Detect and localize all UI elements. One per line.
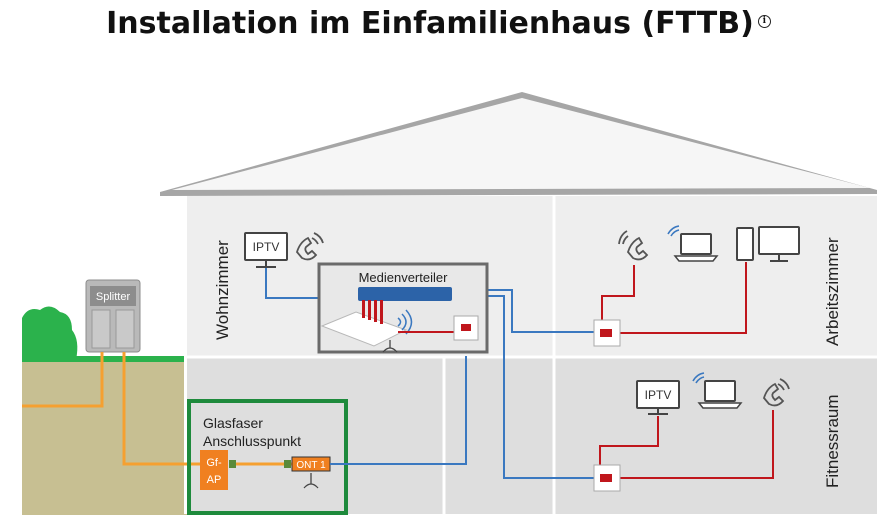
phone-icon-fitnessraum xyxy=(762,378,790,407)
title-text: Installation im Einfamilienhaus (FTTB) xyxy=(106,6,754,41)
ont-label: ONT 1 xyxy=(296,460,326,471)
ont-power-symbol xyxy=(303,473,319,489)
lan-ont-to-medienverteiler xyxy=(330,356,467,465)
bush xyxy=(22,306,78,360)
tv-fitnessraum: IPTV xyxy=(636,380,680,415)
phone-line-arbeitszimmer-phone xyxy=(601,265,635,326)
ground xyxy=(22,360,192,515)
lan-line-fitnessraum-tv xyxy=(599,416,659,472)
room-label-arbeitszimmer: Arbeitszimmer xyxy=(823,237,842,346)
tv-wohnzimmer: IPTV xyxy=(244,232,288,268)
splitter-label: Splitter xyxy=(96,291,131,303)
fiber-connector-right xyxy=(284,460,291,468)
splitter-cabinet: Splitter xyxy=(85,279,141,353)
laptop-icon-arbeitszimmer xyxy=(667,225,719,262)
tae-socket-medienverteiler xyxy=(453,315,479,341)
patch-panel xyxy=(358,287,452,301)
router-device xyxy=(320,300,413,347)
anschlusspunkt-box xyxy=(187,399,348,515)
lan-line-arbeitszimmer-desktop xyxy=(612,262,747,334)
laptop-icon-fitnessraum xyxy=(692,372,743,409)
gf-ap-label-line2: AP xyxy=(207,474,222,486)
roof-inner xyxy=(172,98,870,190)
page-title: Installation im Einfamilienhaus (FTTB)i xyxy=(0,6,877,41)
anschlusspunkt-label-line2: Anschlusspunkt xyxy=(203,433,301,449)
socket-fitnessraum xyxy=(593,464,621,492)
house-left-wall xyxy=(184,196,187,514)
phone-icon-wohnzimmer xyxy=(295,232,324,261)
fiber-line-to-gfap xyxy=(122,352,200,466)
house-lower-floor xyxy=(186,358,877,514)
fiber-connector-left xyxy=(229,460,236,468)
iptv-label-wohnzimmer: IPTV xyxy=(253,240,280,254)
gf-ap-box xyxy=(200,450,228,490)
anschlusspunkt-label-line1: Glasfaser xyxy=(203,415,263,431)
room-label-fitnessraum: Fitnessraum xyxy=(823,394,842,488)
house-upper-floor xyxy=(186,196,877,356)
phone-icon-arbeitszimmer xyxy=(618,230,649,261)
iptv-label-fitnessraum: IPTV xyxy=(645,388,672,402)
grass-line xyxy=(22,356,192,362)
phone-line-fitnessraum-phone xyxy=(612,410,774,479)
desktop-computer-icon xyxy=(736,226,800,262)
room-label-wohnzimmer: Wohnzimmer xyxy=(213,240,232,340)
gf-ap-label-line1: Gf- xyxy=(206,457,222,469)
fiber-line-left xyxy=(22,352,104,408)
info-icon[interactable]: i xyxy=(757,15,771,28)
medienverteiler-label: Medienverteiler xyxy=(359,270,449,285)
router-power-symbol xyxy=(382,340,398,353)
socket-arbeitszimmer xyxy=(593,319,621,347)
